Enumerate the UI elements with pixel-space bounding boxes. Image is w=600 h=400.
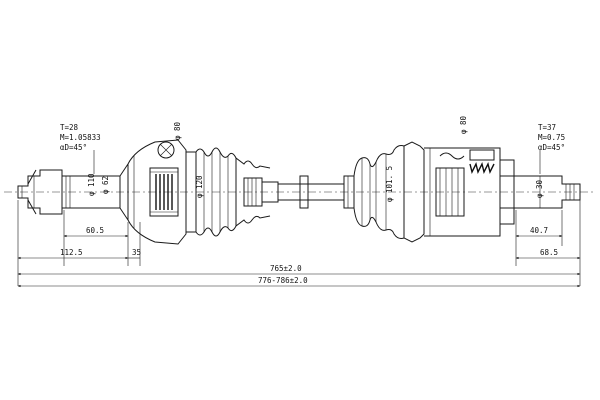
left-cv-joint [119, 139, 197, 245]
diameter-101-5-label: φ 101. 5 [385, 166, 394, 202]
intermediate-shaft [278, 175, 355, 209]
right-module-label: M=0.75 [538, 133, 565, 142]
right-angle-label: αD=45° [538, 143, 565, 152]
dim-40-7-label: 40.7 [530, 226, 548, 235]
right-boot [353, 145, 405, 239]
dim-765-label: 765±2.0 [270, 264, 302, 273]
left-clamp-area [243, 177, 279, 207]
left-angle-label: αD=45° [60, 143, 87, 152]
dim-60-5-label: 60.5 [86, 226, 104, 235]
left-boot [195, 147, 271, 237]
dim-776-786-label: 776-786±2.0 [258, 276, 308, 285]
left-stub [17, 169, 121, 215]
right-teeth-label: T=37 [538, 123, 556, 132]
diameter-80-right-label: φ 80 [459, 115, 468, 134]
dim-35-label: 35 [132, 248, 141, 257]
dim-68-5-label: 68.5 [540, 248, 558, 257]
extension-lines [17, 200, 581, 286]
right-stub [514, 175, 581, 209]
diameter-80-left-label: φ 80 [173, 121, 182, 140]
left-teeth-label: T=28 [60, 123, 79, 132]
right-tripod-joint [403, 141, 515, 243]
diameter-120-label: φ 120 [195, 175, 204, 198]
diameter-110-label: φ 110 [87, 173, 96, 196]
diameter-62-label: φ 62 [101, 176, 110, 194]
dim-112-5-label: 112.5 [60, 248, 83, 257]
diameter-30-label: φ 30 [535, 179, 544, 198]
left-module-label: M=1.05833 [60, 133, 101, 142]
